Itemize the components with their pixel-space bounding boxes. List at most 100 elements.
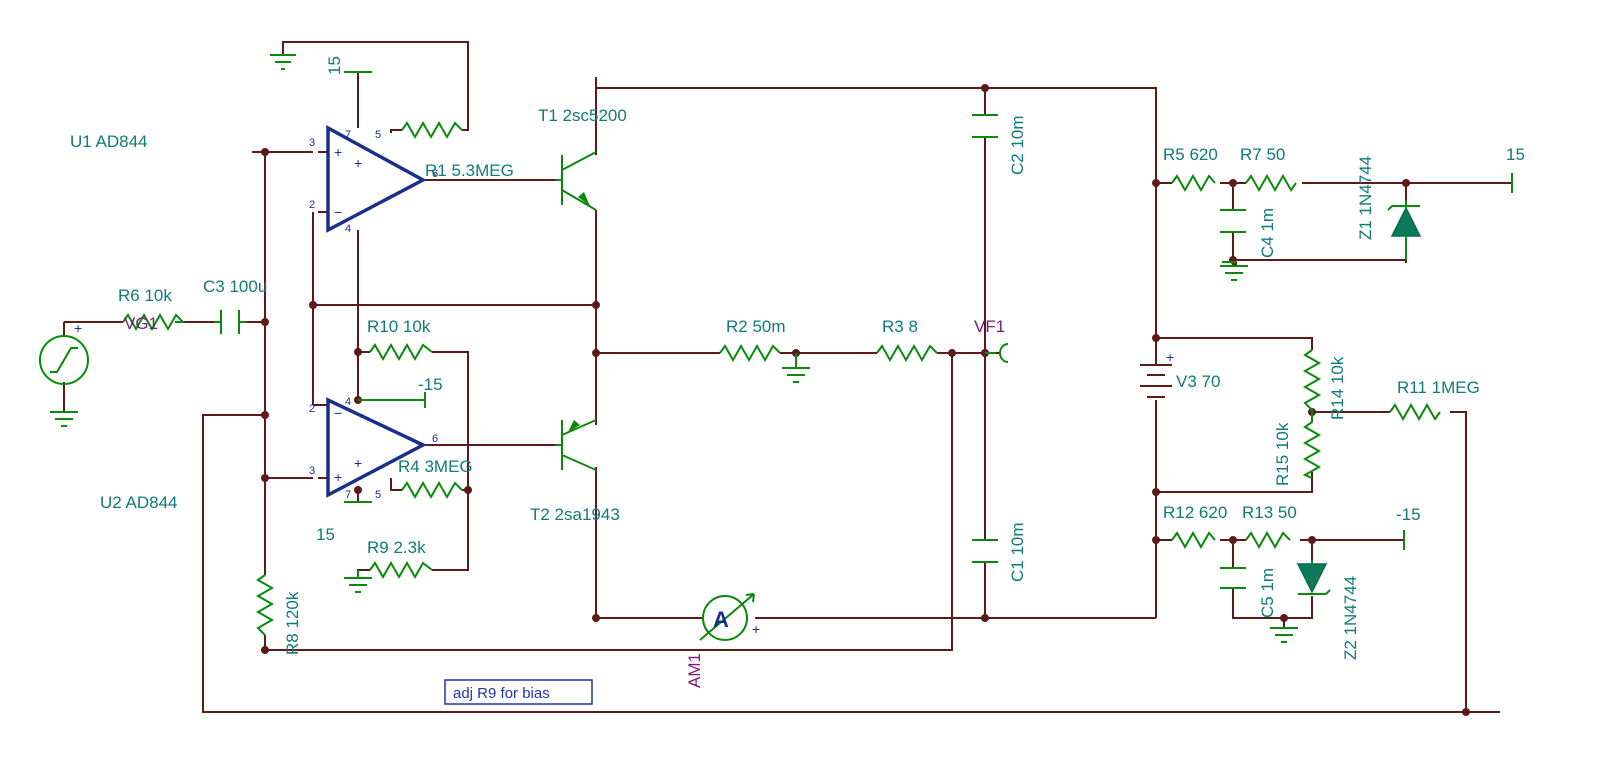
- signal-generator-vg1: +: [39, 320, 89, 385]
- label-z2: Z2 1N4744: [1341, 576, 1360, 660]
- resistor-r8: [255, 574, 275, 636]
- label-r9: R9 2.3k: [367, 538, 426, 557]
- u1-pin7: 7: [345, 129, 351, 141]
- resistor-r13: [1245, 530, 1291, 550]
- label-r8: R8 120k: [283, 591, 302, 655]
- resistor-r6: [122, 312, 186, 332]
- resistor-r4: [401, 480, 463, 500]
- transistor-t2[interactable]: [555, 419, 597, 471]
- u2-pin7: 7: [345, 489, 351, 501]
- label-u1-vpos: 15: [325, 56, 344, 75]
- resistor-r9: [369, 560, 433, 580]
- junction-dots: [261, 84, 1470, 716]
- v3-plus: +: [1166, 349, 1174, 365]
- u1-pin5: 5: [375, 129, 381, 141]
- zener-z1: [1387, 200, 1422, 260]
- u2-pin6: 6: [432, 433, 438, 445]
- u1-pin4: 4: [345, 223, 351, 235]
- u1-pin6: 6: [432, 168, 438, 180]
- resistor-r7: [1245, 173, 1297, 193]
- ammeter-letter: A: [713, 607, 729, 632]
- label-r6: R6 10k: [118, 286, 172, 305]
- capacitors: [214, 114, 1246, 589]
- label-r10: R10 10k: [367, 317, 431, 336]
- resistor-r15: [1302, 412, 1322, 479]
- labels: U1 AD844 U2 AD844 T1 2sc5200 T2 2sa1943 …: [70, 56, 1525, 688]
- label-r2: R2 50m: [726, 317, 786, 336]
- label-r13: R13 50: [1242, 503, 1297, 522]
- label-r3: R3 8: [882, 317, 918, 336]
- resistor-r11: [1389, 402, 1441, 422]
- opamp-u2[interactable]: − + + 2 3 4 7 5 6: [309, 396, 438, 501]
- label-c1: C1 10m: [1008, 522, 1027, 582]
- u1-pin3: 3: [309, 137, 315, 149]
- voltage-probe-vf1: [985, 343, 1009, 363]
- resistor-r10: [369, 342, 433, 362]
- u1-pin2: 2: [309, 199, 315, 211]
- label-r1: R1 5.3MEG: [425, 161, 514, 180]
- label-r11: R11 1MEG: [1397, 378, 1480, 397]
- label-t1: T1 2sc5200: [538, 106, 627, 125]
- resistor-r14: [1302, 349, 1322, 412]
- ground-icon: [1220, 261, 1248, 281]
- capacitor-c3: [214, 310, 246, 334]
- bias-note: adj R9 for bias: [444, 679, 593, 705]
- label-r15: R15 10k: [1273, 422, 1292, 486]
- label-r5: R5 620: [1163, 145, 1218, 164]
- ground-icon: [270, 54, 296, 70]
- ground-icon: [50, 411, 78, 427]
- u1-inner-plus: +: [354, 155, 362, 171]
- u2-inner-plus: +: [354, 455, 362, 471]
- ground-icon: [1270, 627, 1298, 643]
- label-vg1: VG1: [124, 314, 158, 333]
- capacitor-c1: [972, 539, 998, 563]
- ground-icon: [782, 353, 810, 383]
- capacitor-c5: [1220, 567, 1246, 589]
- opamp-u1[interactable]: + − + 3 2 7 5 4 6: [309, 125, 438, 235]
- u1-plus: +: [334, 144, 342, 160]
- label-right-vpos: 15: [1506, 145, 1525, 164]
- label-vf1: VF1: [974, 317, 1005, 336]
- label-u1-vneg: -15: [418, 375, 443, 394]
- label-c5: C5 1m: [1258, 568, 1277, 618]
- u2-pin4: 4: [345, 396, 351, 408]
- label-c2: C2 10m: [1008, 115, 1027, 175]
- note-text: adj R9 for bias: [453, 685, 550, 702]
- resistor-r12: [1171, 530, 1216, 550]
- battery-v3: +: [1140, 349, 1174, 398]
- label-c4: C4 1m: [1258, 208, 1277, 258]
- resistor-r3: [876, 343, 938, 363]
- grounds: [50, 54, 1513, 643]
- resistor-r5: [1171, 173, 1216, 193]
- am1-plus: +: [752, 621, 760, 637]
- resistor-u1-comp: [401, 120, 463, 140]
- u2-plus: +: [334, 469, 342, 485]
- resistor-r2: [719, 343, 781, 363]
- label-u2: U2 AD844: [100, 493, 178, 512]
- capacitor-c2: [972, 114, 998, 138]
- label-v3: V3 70: [1176, 372, 1220, 391]
- u2-pin5: 5: [375, 489, 381, 501]
- supply-terminal-icon: [358, 392, 426, 408]
- label-u1: U1 AD844: [70, 132, 148, 151]
- label-am1: AM1: [685, 653, 704, 688]
- ground-icon: [344, 570, 372, 593]
- ammeter-am1: A +: [699, 593, 760, 641]
- label-u2-vpos: 15: [316, 525, 335, 544]
- label-z1: Z1 1N4744: [1356, 156, 1375, 240]
- label-r7: R7 50: [1240, 145, 1285, 164]
- u2-minus: −: [334, 405, 342, 421]
- label-r4: R4 3MEG: [398, 457, 473, 476]
- label-t2: T2 2sa1943: [530, 505, 620, 524]
- u1-minus: −: [334, 204, 342, 220]
- resistors: [122, 120, 1441, 636]
- capacitor-c4: [1220, 209, 1246, 233]
- label-right-vneg: -15: [1396, 505, 1421, 524]
- vg1-plus: +: [74, 320, 82, 336]
- transistor-t1[interactable]: [555, 151, 597, 211]
- u2-pin3: 3: [309, 465, 315, 477]
- label-c3: C3 100u: [203, 277, 267, 296]
- label-r12: R12 620: [1163, 503, 1227, 522]
- u2-pin2: 2: [309, 403, 315, 415]
